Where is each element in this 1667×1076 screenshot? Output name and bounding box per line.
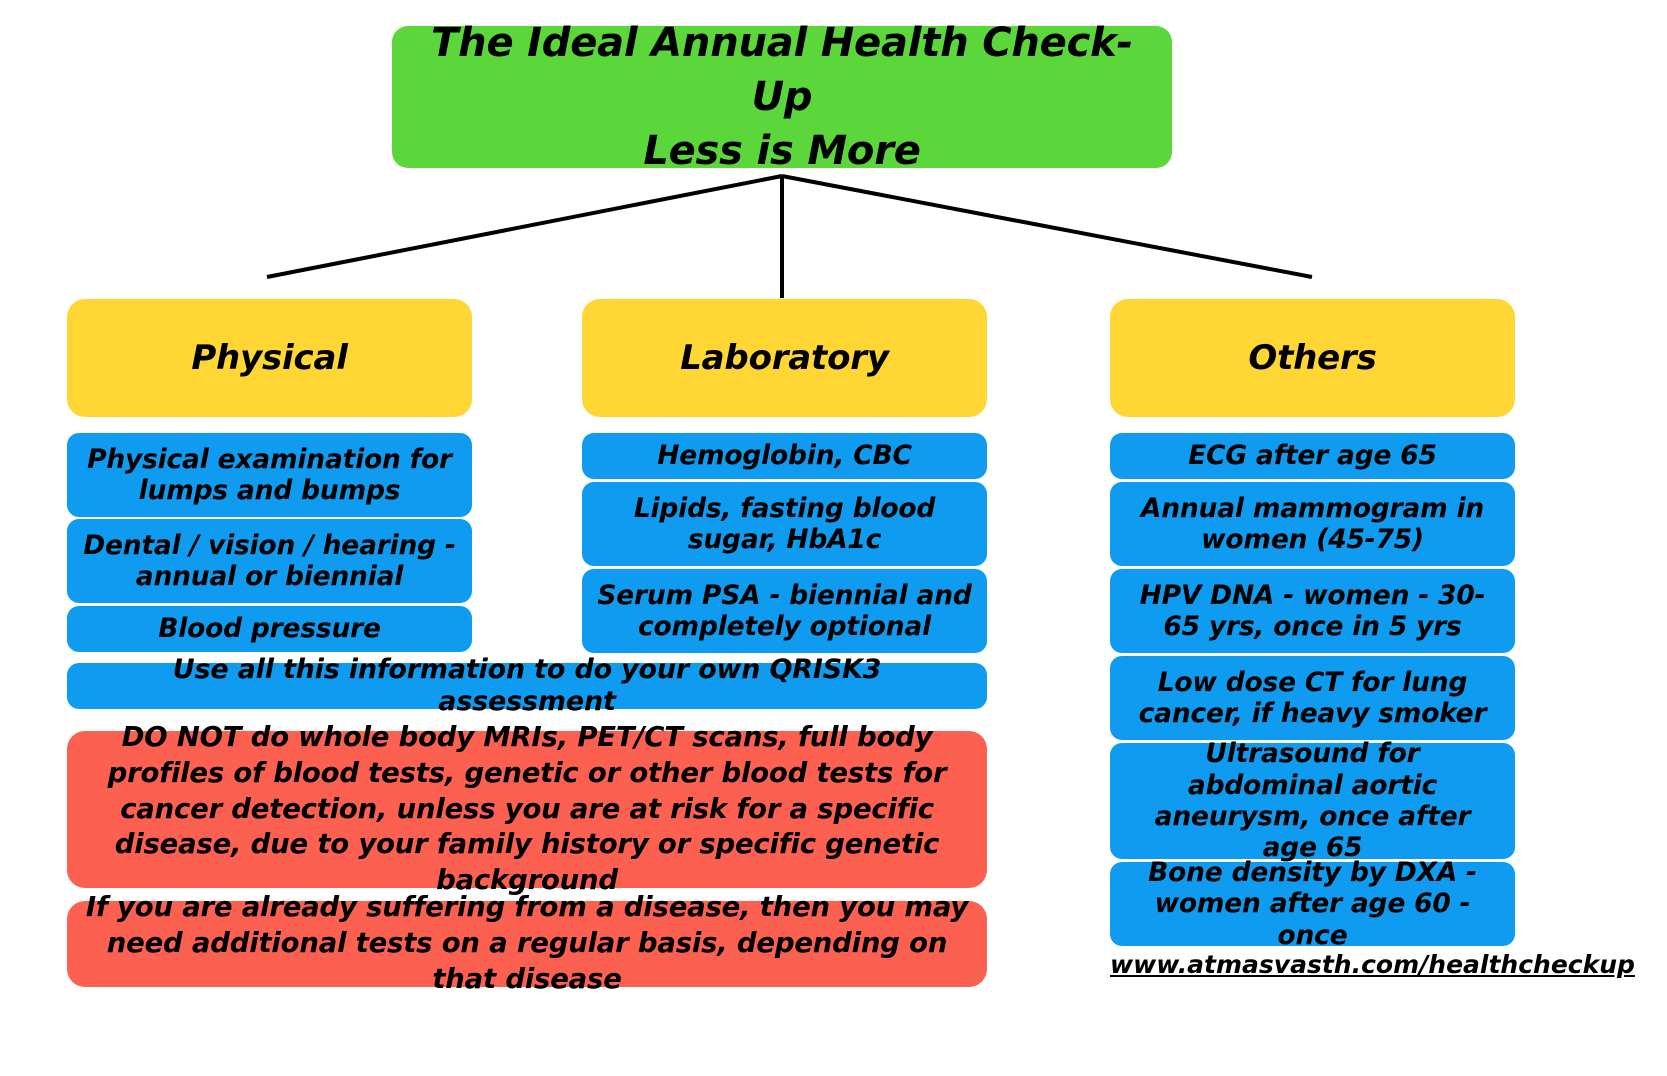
item-others-1: Annual mammogram in women (45-75) [1110,482,1515,566]
item-physical-2: Blood pressure [67,606,472,652]
item-others-2: HPV DNA - women - 30-65 yrs, once in 5 y… [1110,569,1515,653]
item-others-3: Low dose CT for lung cancer, if heavy sm… [1110,656,1515,740]
item-others-4: Ultrasound for abdominal aortic aneurysm… [1110,738,1515,863]
connector-left [266,174,783,279]
title-line-2: Less is More [643,128,921,174]
item-laboratory-2: Serum PSA - biennial and completely opti… [582,569,987,653]
category-heading-laboratory: Laboratory [582,299,987,417]
category-heading-others: Others [1110,299,1515,417]
footer-url-link[interactable]: www.atmasvasth.com/healthcheckup [1110,950,1635,979]
item-others-0: ECG after age 65 [1110,433,1515,479]
item-physical-0: Physical examination for lumps and bumps [67,433,472,517]
warning-box-0: DO NOT do whole body MRIs, PET/CT scans,… [67,721,987,896]
item-qrisk3-assessment: Use all this information to do your own … [67,654,987,717]
warning-box-1: If you are already suffering from a dise… [67,891,987,995]
category-heading-physical: Physical [67,299,472,417]
connector-right [781,174,1313,279]
item-physical-1: Dental / vision / hearing - annual or bi… [67,519,472,603]
item-others-5: Bone density by DXA - women after age 60… [1110,857,1515,951]
item-laboratory-0: Hemoglobin, CBC [582,433,987,479]
diagram-title: The Ideal Annual Health Check-Up Less is… [392,20,1172,174]
title-line-1: The Ideal Annual Health Check-Up [431,20,1133,120]
item-laboratory-1: Lipids, fasting blood sugar, HbA1c [582,482,987,566]
